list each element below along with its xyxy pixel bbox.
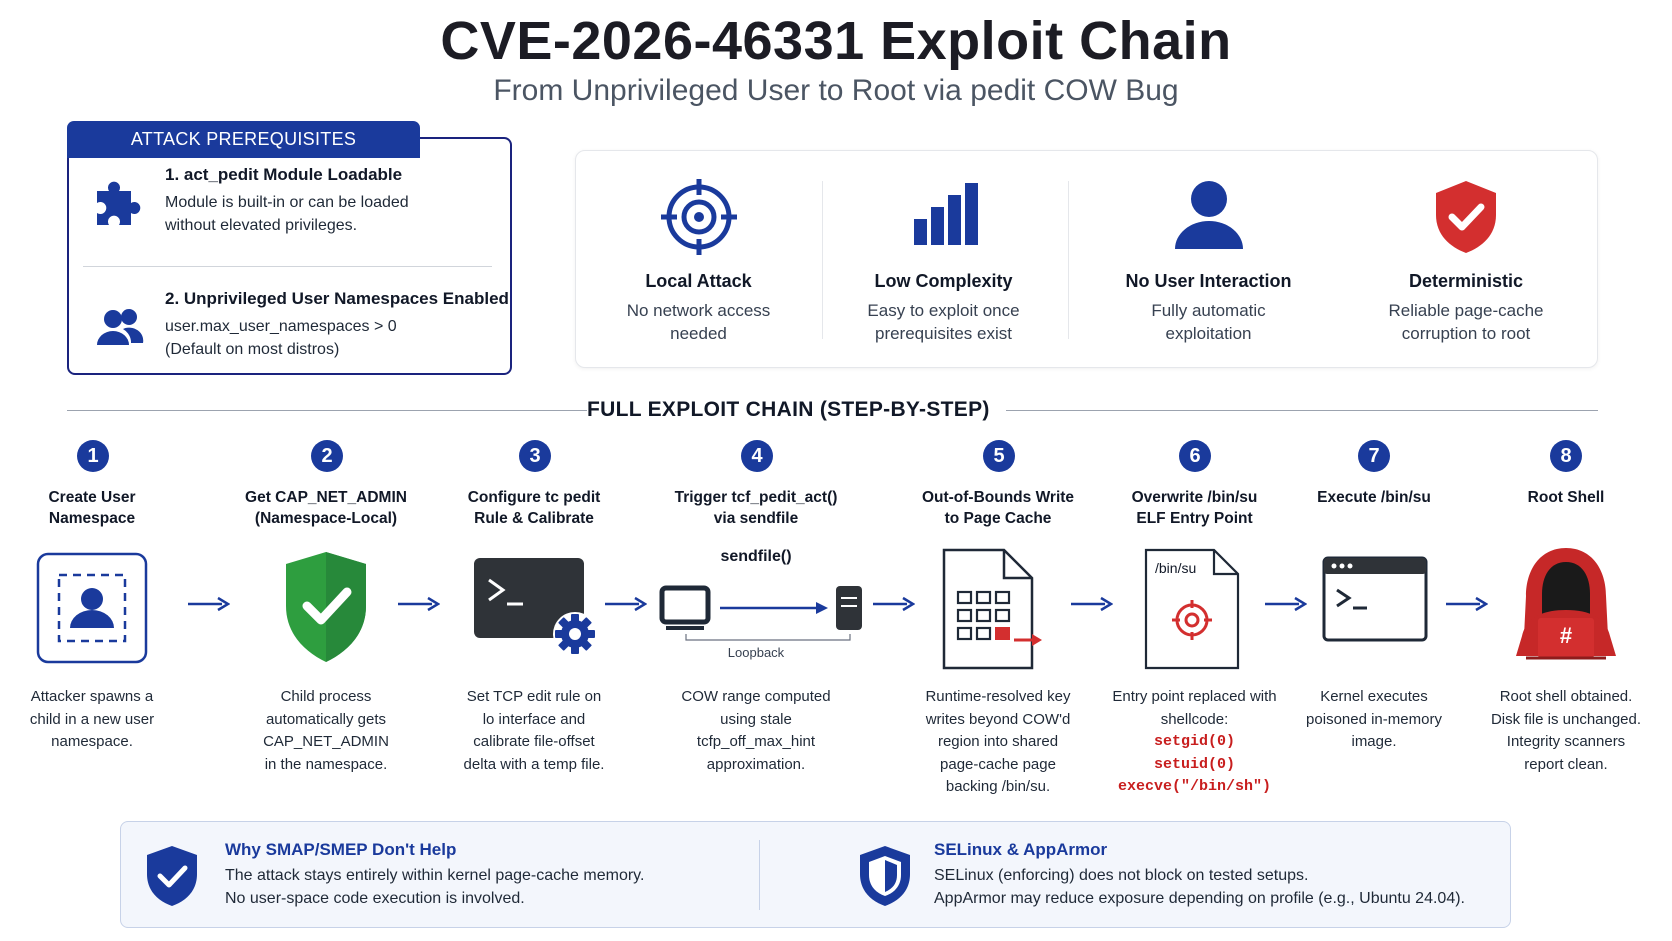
step-visual — [231, 544, 421, 674]
step-number: 4 — [741, 440, 773, 472]
arrow-right-icon — [605, 596, 647, 612]
prerequisite-title: 2. Unprivileged User Namespaces Enabled — [165, 289, 509, 308]
prerequisites-panel: 1. act_pedit Module Loadable Module is b… — [67, 137, 512, 375]
note-selinux-apparmor: SELinux & AppArmor SELinux (enforcing) d… — [838, 822, 1508, 927]
section-rule-left — [67, 410, 587, 411]
step-visual — [439, 544, 629, 674]
feature-title: Low Complexity — [874, 271, 1013, 291]
step-visual — [0, 544, 187, 674]
step-visual: sendfile() Loopback — [646, 544, 866, 674]
shield-check-icon — [1436, 181, 1496, 253]
section-rule-right — [1006, 410, 1598, 411]
note-description: The attack stays entirely within kernel … — [225, 867, 645, 907]
user-icon — [1174, 181, 1243, 249]
prerequisite-description: user.max_user_namespaces > 0 (Default on… — [165, 318, 397, 358]
shield-outline-icon — [860, 846, 910, 906]
step-number: 1 — [77, 440, 109, 472]
puzzle-piece-icon — [97, 181, 141, 225]
arrow-right-icon — [188, 596, 230, 612]
users-icon — [97, 309, 144, 345]
crosshair-icon — [660, 179, 737, 255]
divider — [83, 266, 492, 267]
note-title: SELinux & AppArmor — [934, 840, 1108, 859]
shellcode-line: setuid(0) — [1153, 755, 1235, 773]
step-number: 2 — [311, 440, 343, 472]
arrow-right-icon — [873, 596, 915, 612]
arrow-right-icon — [1071, 596, 1113, 612]
mitigation-notes-panel: Why SMAP/SMEP Don't Help The attack stay… — [120, 821, 1511, 928]
step-description: Root shell obtained.Disk file is unchang… — [1490, 688, 1642, 773]
terminal-window-icon — [1322, 556, 1428, 642]
note-description: SELinux (enforcing) does not block on te… — [934, 867, 1465, 907]
step-number: 5 — [983, 440, 1015, 472]
feature-title: Local Attack — [645, 271, 752, 291]
bar-chart-icon — [913, 183, 978, 245]
step-title: Trigger tcf_pedit_act()via sendfile — [674, 489, 838, 527]
step-visual: /bin/su — [1082, 544, 1307, 674]
terminal-gear-icon — [474, 558, 597, 656]
arrow-right-icon — [1265, 596, 1307, 612]
step-visual — [888, 544, 1108, 674]
divider — [822, 181, 823, 339]
prerequisite-title: 1. act_pedit Module Loadable — [165, 165, 403, 184]
step-title: Get CAP_NET_ADMIN(Namespace-Local) — [245, 489, 407, 527]
arrow-right-icon — [398, 596, 440, 612]
page-cache-document-icon — [942, 548, 1042, 670]
user-namespace-icon — [36, 552, 148, 664]
prerequisites-heading: ATTACK PREREQUISITES — [67, 121, 420, 158]
sendfile-label: sendfile() — [720, 548, 792, 565]
divider — [1068, 181, 1069, 339]
step-title: Root Shell — [1527, 489, 1605, 506]
shield-check-icon — [147, 846, 197, 906]
shield-check-icon — [286, 552, 366, 662]
shellcode-line: execve("/bin/sh") — [1117, 778, 1272, 795]
page-title: CVE-2026-46331 Exploit Chain — [440, 11, 1232, 71]
step-title: Execute /bin/su — [1317, 489, 1431, 506]
note-title: Why SMAP/SMEP Don't Help — [225, 840, 457, 859]
prerequisite-description: Module is built-in or can be loaded with… — [165, 194, 409, 234]
sendfile-loopback-icon — [659, 585, 862, 641]
doc-label: /bin/su — [1155, 560, 1197, 576]
arrow-right-icon — [1446, 596, 1488, 612]
loopback-label: Loopback — [727, 645, 785, 660]
page-subtitle: From Unprivileged User to Root via pedit… — [493, 74, 1179, 107]
step-number: 8 — [1550, 440, 1582, 472]
root-badge: # — [1559, 623, 1573, 648]
hooded-hacker-icon — [1516, 548, 1616, 660]
note-smap-smep: Why SMAP/SMEP Don't Help The attack stay… — [121, 822, 751, 927]
feature-title: No User Interaction — [1125, 271, 1292, 291]
shellcode-line: setgid(0) — [1153, 733, 1235, 750]
step-number: 7 — [1358, 440, 1390, 472]
step-visual: # — [1466, 544, 1666, 674]
step-number: 3 — [519, 440, 551, 472]
divider — [759, 840, 760, 910]
step-number: 6 — [1179, 440, 1211, 472]
feature-title: Deterministic — [1408, 271, 1524, 291]
section-heading: FULL EXPLOIT CHAIN (STEP-BY-STEP) — [587, 398, 990, 421]
target-document-icon — [1144, 548, 1240, 670]
prerequisite-item: 1. act_pedit Module Loadable Module is b… — [69, 153, 510, 253]
step-visual — [1284, 544, 1464, 674]
prerequisite-item: 2. Unprivileged User Namespaces Enabled … — [69, 277, 510, 377]
